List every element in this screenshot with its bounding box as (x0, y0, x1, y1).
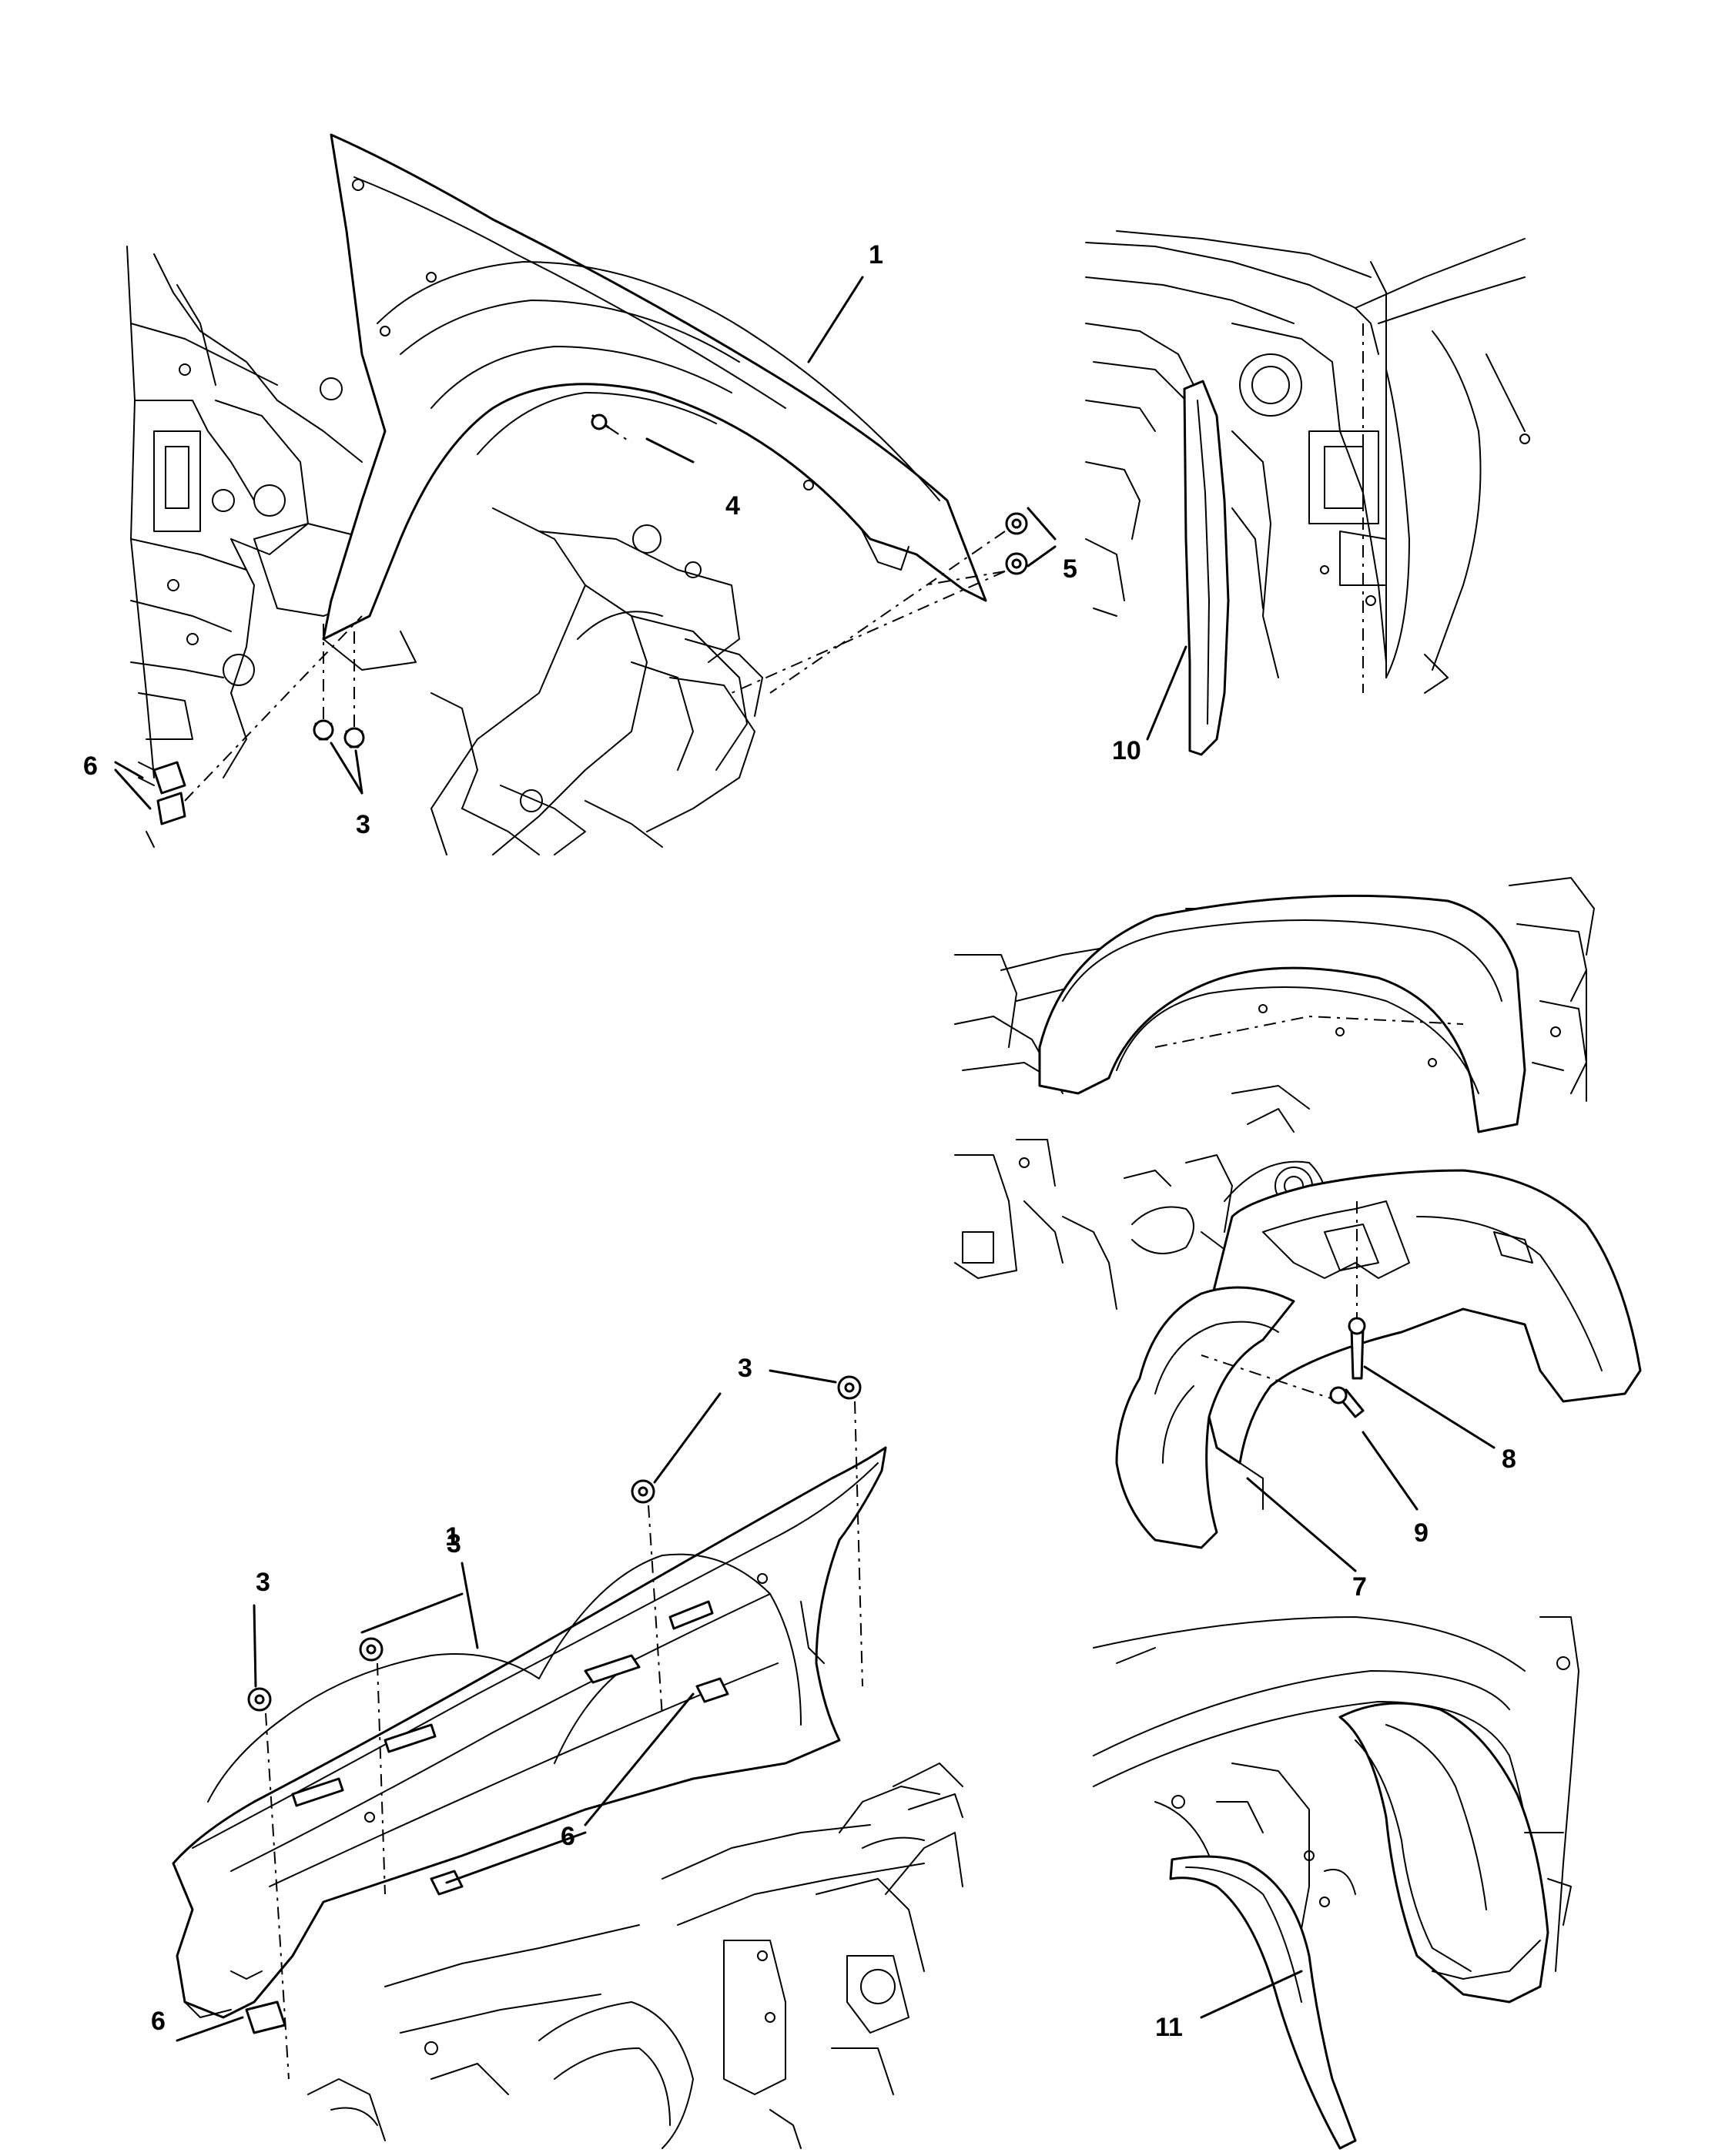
callout-bl-3b: 3 (256, 1568, 270, 1597)
flare-part-11 (1169, 1855, 1357, 2150)
wheelhouse-liner-part-7 (1115, 1169, 1642, 1549)
callout-bl-1: 1 (445, 1522, 460, 1552)
leaders-top-left (114, 276, 1057, 810)
inner-structure-middle (430, 507, 763, 855)
fender-above-liner (1038, 894, 1526, 1133)
leader-br-11 (1200, 1970, 1303, 2019)
fender-wheel-opening (1093, 1616, 1579, 2004)
callout-bl-6b: 6 (151, 2007, 166, 2036)
view-bottom-right: 11 (1093, 1616, 1579, 2150)
callout-mr-8: 8 (1502, 1445, 1516, 1474)
callout-mr-9: 9 (1414, 1518, 1429, 1548)
push-pin-part-4 (591, 413, 632, 444)
view-bottom-left: 3 3 3 1 6 6 (151, 1354, 963, 2149)
body-structure-lower (307, 1763, 963, 2149)
leader-tr-10 (1146, 645, 1187, 741)
fender-body-right (1355, 238, 1530, 694)
leaders-bottom-left (176, 1369, 837, 2042)
seal-part-10 (1183, 380, 1230, 756)
callout-bl-3a: 3 (738, 1354, 752, 1383)
view-middle-right: 8 9 7 (954, 877, 1642, 1602)
fender-part-1-lower (172, 1446, 887, 2019)
leaders-middle-right (1246, 1365, 1496, 1572)
callout-bl-6a: 6 (561, 1822, 575, 1851)
view-top-right: 10 (1085, 230, 1530, 765)
fasteners-part-8-9 (1201, 1201, 1366, 1418)
callout-tl-5: 5 (1063, 554, 1077, 584)
clip-nuts-part-6 (245, 1677, 729, 2034)
clip-part-6 (138, 615, 363, 848)
callout-tl-1: 1 (869, 240, 883, 270)
cowl-structure (1085, 230, 1387, 678)
callout-tr-10: 10 (1112, 736, 1141, 765)
screws-part-3-lower (247, 1375, 863, 2080)
callout-tl-6: 6 (83, 752, 98, 781)
callout-br-11: 11 (1155, 2013, 1183, 2042)
screws-part-3 (313, 624, 365, 748)
callout-bl-3c: 3 (447, 1529, 461, 1558)
callout-mr-7: 7 (1352, 1572, 1367, 1602)
fender-part-1 (322, 133, 987, 671)
callout-tl-3: 3 (356, 810, 370, 839)
view-top-left: 1 4 5 3 6 (83, 133, 1077, 855)
screws-part-5 (731, 512, 1028, 694)
body-structure-left (126, 246, 370, 778)
callout-tl-4: 4 (725, 491, 740, 521)
